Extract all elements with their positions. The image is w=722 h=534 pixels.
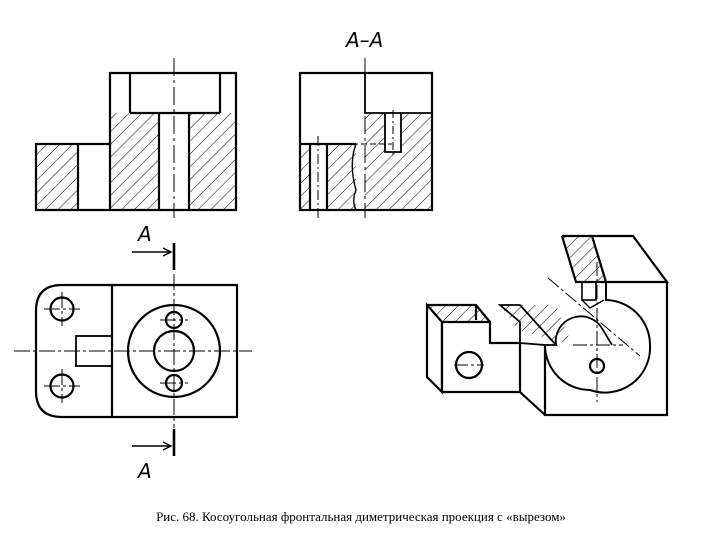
top-view [14, 243, 252, 456]
figure-caption: Рис. 68. Косоугольная фронтальная диметр… [156, 509, 566, 524]
section-view-a-a [298, 58, 434, 218]
section-title: А–А [346, 28, 384, 52]
cut-label-bottom: А [138, 459, 152, 483]
isometric-cutaway-view [425, 234, 670, 417]
front-view [34, 58, 238, 218]
cut-label-top: А [138, 222, 152, 246]
